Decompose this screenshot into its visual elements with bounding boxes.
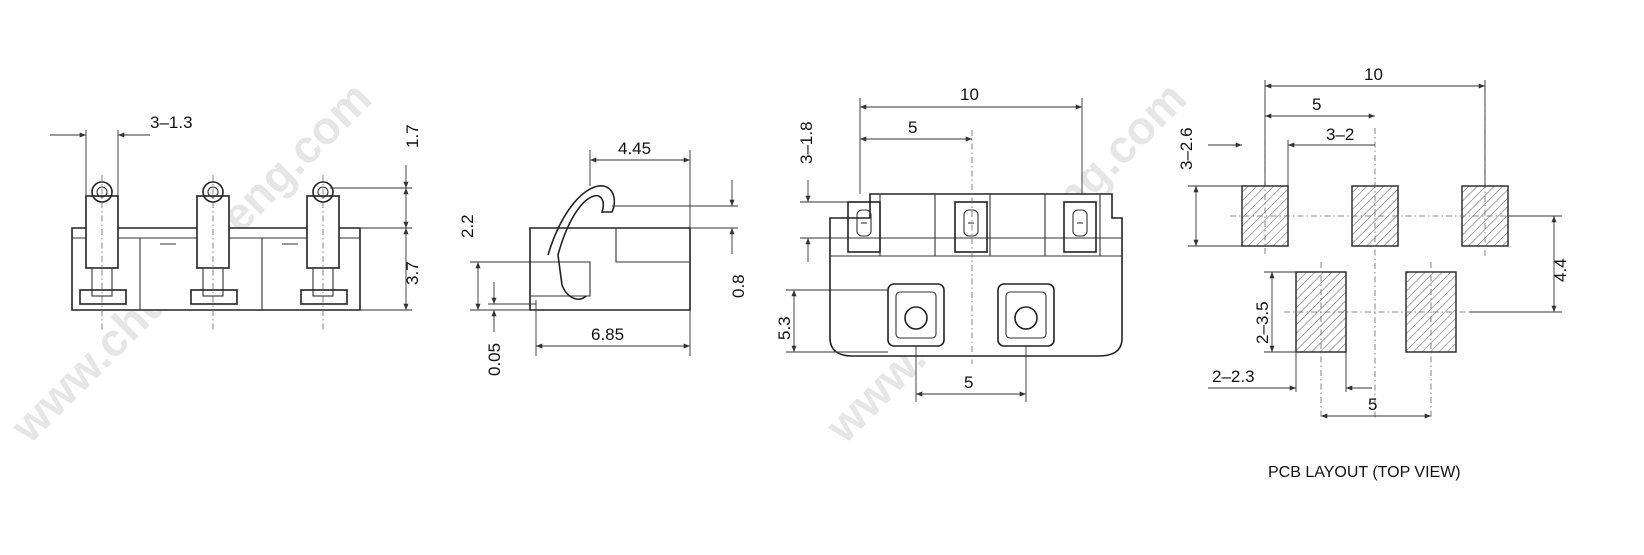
front-view: 3–1.3 1.7 3.7: [50, 113, 422, 330]
top-width-extension: [859, 98, 1083, 194]
front-pitch-extension: [85, 130, 119, 196]
pcb-width-extension: [1264, 80, 1486, 186]
front-pitch-label: 3–1.3: [150, 113, 193, 132]
pcb-lower-width-label: 2–2.3: [1212, 367, 1255, 386]
side-gap-label: 0.8: [729, 274, 748, 298]
pcb-width-label: 10: [1364, 65, 1383, 84]
top-view: 10 5 3–1.8 5.3 5: [775, 85, 1123, 402]
top-mount-label: 5: [964, 373, 973, 392]
side-base-extension: [488, 303, 536, 311]
side-base-label: 0.05: [485, 343, 504, 376]
pcb-pad-height-label: 3–2.6: [1177, 127, 1196, 170]
side-height-extension: [470, 261, 530, 311]
front-height-upper-label: 1.7: [403, 124, 422, 148]
front-height-extension: [330, 187, 412, 311]
pcb-layout-caption: PCB LAYOUT (TOP VIEW): [1268, 464, 1461, 481]
pcb-layout-view: 10 5 3–2 3–2.6 4.4 2–3.5 2–2.3 5 PCB LAY…: [1177, 65, 1570, 481]
top-body-label: 5.3: [775, 316, 794, 340]
side-top-width-label: 4.45: [618, 139, 651, 158]
top-contact-1: [847, 201, 881, 253]
top-housing: [829, 193, 1123, 357]
pcb-lower-pitch-label: 5: [1368, 395, 1377, 414]
side-housing: [529, 227, 691, 311]
pcb-centerlines: [1230, 88, 1520, 420]
side-height-label: 2.2: [458, 214, 477, 238]
pcb-lower-height-extension: [1264, 271, 1296, 353]
side-length-label: 6.85: [591, 325, 624, 344]
front-centerlines: [101, 175, 324, 330]
top-contact-3: [1063, 201, 1097, 253]
side-gap-extension: [612, 205, 738, 229]
top-contact-label: 3–1.8: [797, 121, 816, 164]
top-contact-2: [954, 201, 988, 253]
pcb-spacing-label: 3–2: [1326, 125, 1354, 144]
pcb-lower-width-extension: [1295, 352, 1347, 392]
pcb-row-label: 4.4: [1551, 258, 1570, 282]
pcb-half-width-label: 5: [1312, 95, 1321, 114]
top-body-extension: [786, 289, 888, 353]
top-half-width-label: 5: [908, 118, 917, 137]
side-top-extension: [589, 150, 691, 228]
top-width-label: 10: [960, 85, 979, 104]
side-housing-detail: [530, 228, 690, 297]
front-height-lower-label: 3.7: [403, 261, 422, 285]
side-spring-contact: [547, 185, 616, 300]
pcb-lower-height-label: 2–3.5: [1253, 301, 1272, 344]
side-view: 4.45 2.2 0.8 6.85 0.05: [458, 139, 748, 376]
